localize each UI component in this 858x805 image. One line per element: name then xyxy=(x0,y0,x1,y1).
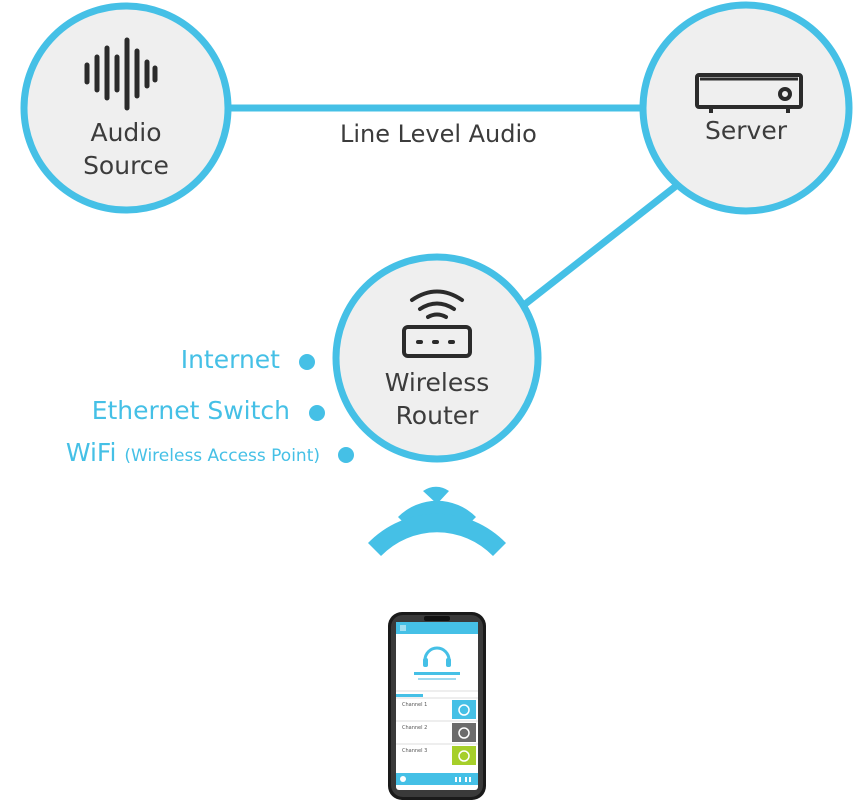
wifi-label: WiFi (Wireless Access Point) xyxy=(66,438,320,467)
server-label: Server xyxy=(676,114,816,147)
ethernet-switch-label: Ethernet Switch xyxy=(91,396,290,425)
internet-label: Internet xyxy=(180,345,280,374)
wifi-label-main: WiFi xyxy=(65,438,117,467)
wireless-router-label-line2: Router xyxy=(395,401,479,430)
server-box-icon xyxy=(695,73,803,113)
sound-wave-icon xyxy=(84,37,158,111)
phone-channel-1: Channel 1 xyxy=(402,702,428,708)
wifi-signal-icon xyxy=(368,486,506,556)
connector-server-router xyxy=(512,183,679,315)
server-label-text: Server xyxy=(705,116,787,145)
ethernet-dot xyxy=(309,405,325,421)
wireless-router-label-line1: Wireless xyxy=(384,368,490,397)
phone-channel-2: Channel 2 xyxy=(402,725,428,731)
smartphone-app-icon xyxy=(388,612,486,800)
internet-dot xyxy=(299,354,315,370)
wifi-router-icon xyxy=(402,289,472,358)
audio-source-label-line1: Audio xyxy=(90,118,162,147)
wireless-router-label: Wireless Router xyxy=(357,366,517,432)
phone-channel-3: Channel 3 xyxy=(402,748,428,754)
wifi-dot xyxy=(338,447,354,463)
line-level-audio-label: Line Level Audio xyxy=(340,120,537,148)
audio-source-label-line2: Source xyxy=(83,151,169,180)
wifi-label-note: (Wireless Access Point) xyxy=(124,446,320,466)
audio-source-label: Audio Source xyxy=(56,116,196,182)
